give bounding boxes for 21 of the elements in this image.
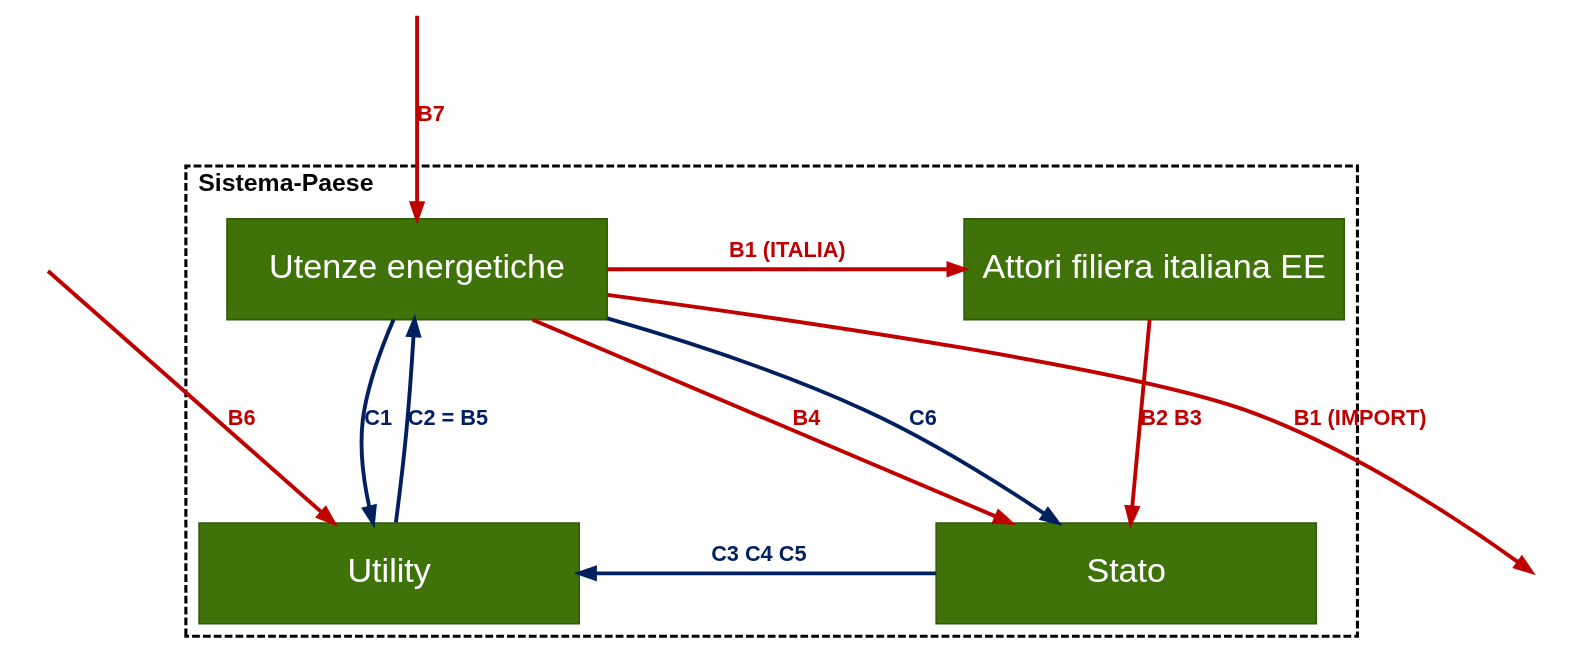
arrow <box>573 565 936 582</box>
edge-label: B1 (ITALIA) <box>728 237 846 263</box>
edge-label: B4 <box>792 405 821 431</box>
arrow <box>607 261 970 278</box>
node-box: Utenze energetiche <box>226 218 608 321</box>
edge-label: C1 <box>364 405 393 431</box>
edge-label: C3 C4 C5 <box>711 541 807 567</box>
edge-label: B6 <box>227 405 256 431</box>
arrow <box>531 318 1017 526</box>
node-box: Stato <box>935 522 1318 625</box>
edge-label: C2 = B5 <box>407 405 489 431</box>
arrow <box>408 15 426 225</box>
arrow <box>46 269 338 527</box>
node-box: Attori filiera italiana EE <box>963 218 1346 321</box>
arrow <box>607 293 1536 576</box>
arrow <box>393 313 422 523</box>
arrow <box>359 318 396 529</box>
edge-label: C6 <box>908 405 937 431</box>
arrow <box>1124 319 1152 529</box>
arrow <box>606 316 1063 526</box>
node-box: Utility <box>198 522 580 625</box>
